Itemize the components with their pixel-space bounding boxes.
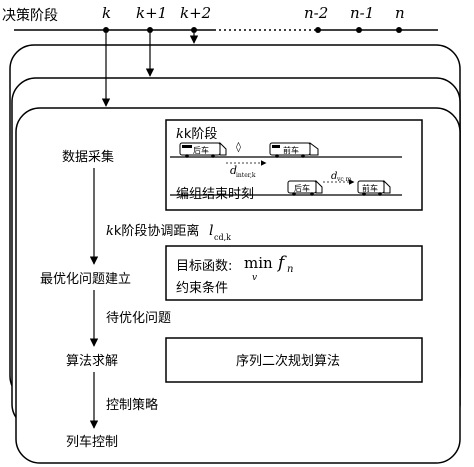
stage-axis-label: 决策阶段: [2, 7, 58, 24]
objective-label: 目标函数:: [176, 259, 232, 274]
step-data-collection: 数据采集: [62, 149, 114, 165]
constraint-label: 约束条件: [176, 280, 228, 296]
gap-var-lower: d: [331, 171, 337, 182]
tick-label-n-1: n-1: [350, 4, 374, 22]
objective-min: min: [244, 254, 273, 272]
algo-label: 序列二次规划算法: [236, 353, 340, 369]
tick-dot-n-1: [356, 27, 362, 33]
opt-box: [165, 245, 423, 301]
transition-coord-var: l: [209, 223, 213, 239]
tick-label-k: k: [102, 4, 111, 22]
tick-dot-k1: [147, 27, 153, 33]
transition-problem: 待优化问题: [106, 311, 171, 326]
transition-coord-distance: kk阶段协调距离: [106, 223, 199, 239]
transition-coord-sub: cd,k: [214, 233, 231, 242]
gap-sub-lower: vc m: [336, 176, 352, 183]
tick-label-n: n: [395, 4, 405, 22]
tick-dot-n: [396, 27, 402, 33]
tick-label-n-2: n-2: [304, 4, 328, 22]
svg-text:后车: 后车: [193, 145, 209, 155]
front-car-upper: 前车: [269, 142, 319, 158]
step-train-control: 列车控制: [66, 434, 118, 450]
gap-var-upper: d: [230, 164, 237, 177]
tick-dot-k2: [191, 27, 197, 33]
step-model-building: 最优化问题建立: [40, 272, 131, 287]
objective-f: f: [276, 253, 287, 273]
objective-min-sub: v: [252, 273, 257, 283]
rear-car-upper: 后车: [179, 141, 227, 158]
step-algorithm: 算法求解: [66, 354, 118, 369]
gap-sub-upper: inter,k: [236, 172, 256, 179]
transition-control-strategy: 控制策略: [106, 397, 158, 413]
tick-label-k2: k+2: [180, 4, 211, 22]
rear-car-lower: 后车: [287, 179, 323, 196]
svg-text:前车: 前车: [362, 183, 378, 193]
tick-dot-n-2: [315, 27, 321, 33]
front-car-lower: 前车: [357, 179, 391, 196]
data-box-stage-label: kk阶段: [176, 127, 217, 142]
objective-f-sub: n: [287, 264, 293, 275]
algo-box: [165, 337, 423, 383]
signal-icon: ◊: [236, 141, 241, 153]
svg-text:前车: 前车: [283, 145, 299, 155]
svg-text:后车: 后车: [294, 183, 310, 193]
tick-dot-k: [103, 27, 109, 33]
tick-label-k1: k+1: [136, 4, 167, 22]
